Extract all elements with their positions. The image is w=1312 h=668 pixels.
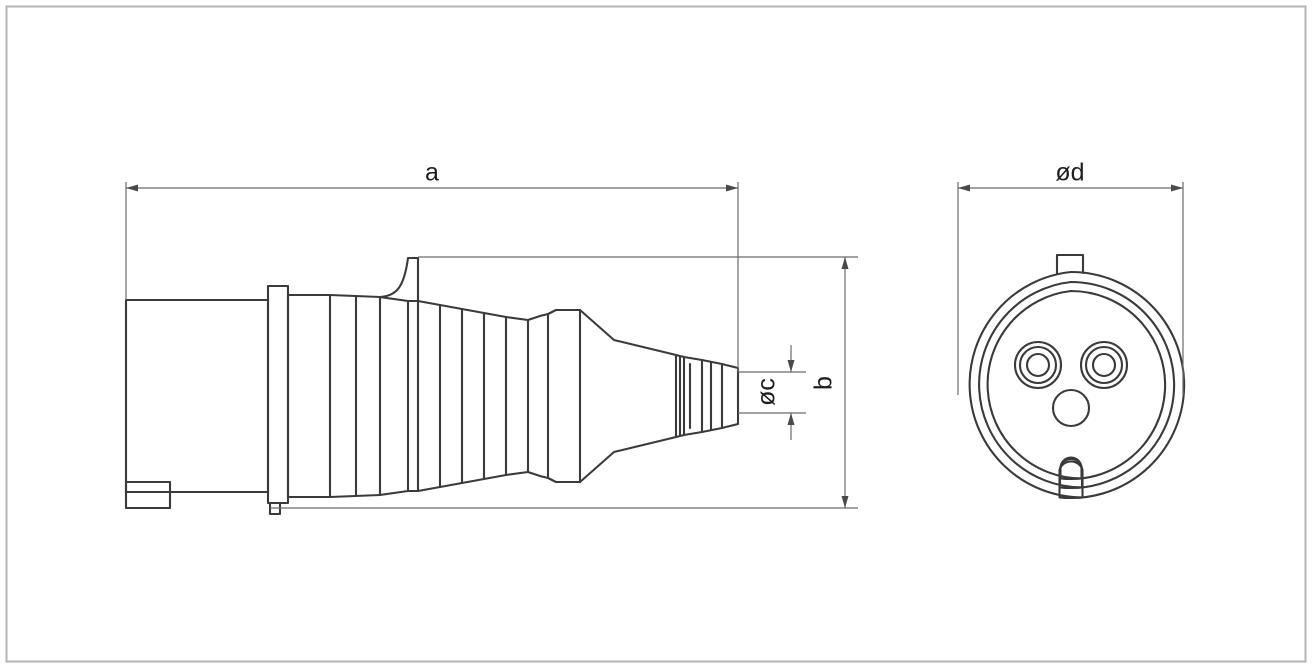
arrow-head: [126, 184, 138, 192]
cone-transition-top: [578, 308, 674, 356]
contact-pin-left: [1013, 340, 1063, 390]
arrow-head: [726, 184, 738, 192]
inner-ring-circle: [978, 280, 1176, 490]
drawing-frame: [5, 5, 1307, 663]
dimension-a-label: a: [425, 159, 439, 187]
arrow-head: [787, 413, 795, 425]
cone-transition-bottom: [578, 436, 674, 484]
dimension-diameter-c-label: øc: [753, 378, 781, 406]
arrow-head: [787, 360, 795, 372]
arrow-head: [1171, 184, 1183, 192]
contact-pin-right: [1079, 340, 1129, 390]
contact-pin-left-ring: [1018, 345, 1058, 385]
outer-body-circle: [968, 270, 1186, 500]
contact-pin-right-bore: [1091, 352, 1117, 378]
flange-collar: [266, 284, 290, 505]
dimension-diameter-d: [957, 182, 1184, 395]
side-elevation-view: [124, 256, 740, 516]
dimension-diameter-c: [738, 345, 806, 440]
flange-bottom-pin: [268, 501, 282, 516]
arrow-head: [841, 496, 849, 508]
dimension-b: [270, 256, 858, 509]
arrow-head: [958, 184, 970, 192]
dimension-diameter-d-label: ød: [1055, 159, 1084, 187]
contact-pin-left-bore: [1025, 352, 1051, 378]
top-tab: [1055, 253, 1085, 275]
face-plate-circle: [986, 289, 1167, 481]
front-face-view: [968, 253, 1186, 500]
dimension-b-label: b: [810, 376, 838, 390]
contact-pin-right-ring: [1084, 345, 1124, 385]
retaining-fin: [378, 256, 420, 303]
dimension-a: [125, 182, 739, 372]
arrow-head: [841, 257, 849, 269]
earth-contact-hole: [1051, 388, 1091, 428]
rear-body-foot: [124, 480, 172, 510]
